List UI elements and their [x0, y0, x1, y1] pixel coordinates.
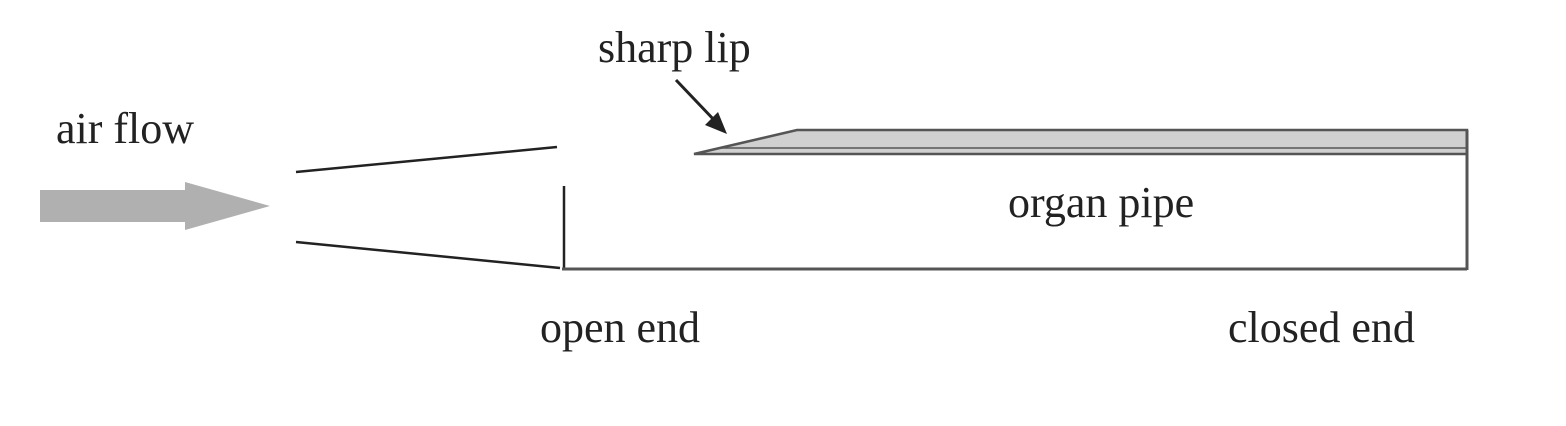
closed-end-label: closed end — [1228, 303, 1415, 352]
sharp-lip-pointer-head — [705, 112, 727, 134]
nozzle-upper-wall — [295, 145, 558, 174]
air-flow-label: air flow — [56, 104, 194, 153]
nozzle-lower-wall — [295, 240, 561, 270]
organ-pipe-label: organ pipe — [1008, 178, 1194, 227]
sharp-lip-label: sharp lip — [598, 23, 751, 72]
open-end-label: open end — [540, 303, 700, 352]
sharp-lip-pointer-line — [674, 78, 718, 124]
pipe-upper-wall-sharp-lip — [693, 128, 1469, 156]
air-flow-arrow — [40, 182, 270, 230]
